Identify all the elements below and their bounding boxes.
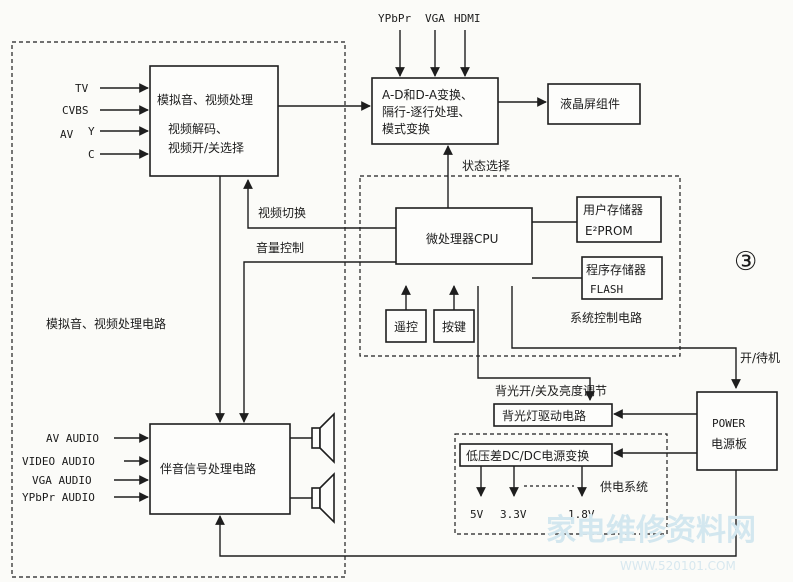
cpu-block (395, 207, 533, 265)
av-processing-block (149, 65, 279, 177)
figure-number: ③ (734, 247, 757, 277)
backlight-driver-label: 背光灯驱动电路 (502, 408, 586, 423)
power-to-audio-arrow (215, 470, 737, 557)
volume-control-label: 音量控制 (256, 240, 304, 255)
input-av: AV (60, 128, 74, 141)
audio-input-video: VIDEO AUDIO (22, 455, 95, 468)
dcdc-block (459, 443, 613, 467)
remote-label: 遥控 (394, 320, 418, 334)
remote-block (385, 309, 427, 343)
backlight-control-label: 背光开/关及亮度调节 (495, 383, 607, 398)
prog-mem-line2: FLASH (590, 283, 623, 296)
input-vga: VGA (425, 12, 445, 25)
ad-da-line1: A-D和D-A变换、 (382, 87, 473, 102)
av-circuit-label: 模拟音、视频处理电路 (46, 316, 166, 331)
status-select-label: 状态选择 (462, 159, 510, 173)
av-proc-line3: 视频开/关选择 (168, 140, 244, 155)
ad-da-line2: 隔行-逐行处理、 (382, 105, 470, 119)
cpu-label: 微处理器CPU (426, 232, 498, 246)
user-mem-line2: E²PROM (585, 224, 633, 238)
speaker-bottom-icon (290, 472, 335, 524)
audio-input-ypbpr: YPbPr AUDIO (22, 491, 95, 504)
user-memory-block (576, 196, 662, 243)
audio-processing-block (149, 423, 291, 515)
volume-control-arrow (239, 261, 396, 423)
voltage-5v: 5V (470, 508, 484, 521)
input-tv: TV (75, 82, 89, 95)
backlight-control-arrow (477, 286, 595, 401)
audio-input-av: AV AUDIO (46, 432, 99, 445)
input-cvbs: CVBS (62, 104, 89, 117)
input-ypbpr: YPbPr (378, 12, 411, 25)
keys-label: 按键 (442, 320, 466, 334)
on-standby-arrow (511, 286, 741, 389)
system-control-label: 系统控制电路 (570, 310, 642, 325)
speaker-top-icon (290, 412, 335, 464)
audio-input-vga: VGA AUDIO (32, 474, 92, 487)
power-system-label: 供电系统 (600, 480, 648, 494)
dcdc-label: 低压差DC/DC电源变换 (466, 448, 589, 463)
power-line1: POWER (712, 417, 745, 430)
ad-da-line3: 模式变换 (382, 121, 430, 136)
voltage-1v8: 1.8V (568, 508, 595, 521)
backlight-driver-block (493, 403, 613, 427)
audio-proc-label: 伴音信号处理电路 (160, 461, 256, 476)
lcd-block (547, 83, 641, 125)
prog-mem-line1: 程序存储器 (586, 262, 646, 277)
av-proc-line1: 模拟音、视频处理 (157, 92, 253, 107)
ad-da-block (371, 77, 499, 145)
input-c: C (88, 148, 95, 161)
video-switch-label: 视频切换 (258, 205, 306, 220)
input-hdmi: HDMI (454, 12, 481, 25)
lcd-label: 液晶屏组件 (560, 96, 620, 111)
av-proc-line2: 视频解码、 (168, 121, 228, 136)
voltage-3v3: 3.3V (500, 508, 527, 521)
watermark-logo: 家电维修资料网 (546, 513, 756, 548)
on-standby-label: 开/待机 (740, 351, 780, 365)
system-control-region (359, 175, 681, 357)
power-supply-region (454, 433, 668, 535)
power-board-block (696, 391, 778, 471)
input-y: Y (88, 125, 95, 138)
video-switch-arrow (243, 179, 396, 229)
watermark-url: WWW.520101.COM (620, 559, 736, 573)
user-mem-line1: 用户存储器 (583, 202, 643, 217)
power-line2: 电源板 (711, 437, 747, 451)
